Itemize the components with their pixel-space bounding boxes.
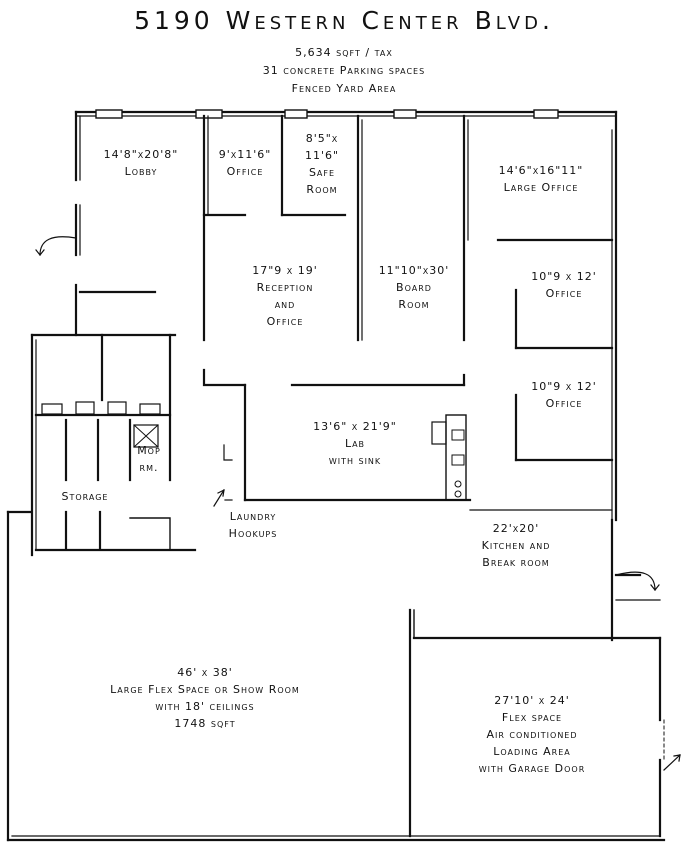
room-storage-label: Storage: [61, 490, 109, 503]
room-flex-large-dim: 46' x 38': [177, 666, 233, 679]
room-office-c-label: Office: [545, 397, 583, 410]
room-flex-loading-label-1: Flex space: [501, 711, 563, 724]
room-laundry: Laundry Hookups: [206, 508, 300, 542]
room-office-b-dim: 10"9 x 12': [531, 270, 597, 283]
room-flex-large-label-1: Large Flex Space or Show Room: [110, 683, 300, 696]
room-large-office-dim: 14'6"x16"11": [498, 164, 584, 177]
room-office-b-label: Office: [545, 287, 583, 300]
room-mop-label-1: Mop: [137, 444, 161, 457]
room-flex-large: 46' x 38' Large Flex Space or Show Room …: [40, 664, 370, 732]
room-board-label-1: Board: [396, 281, 432, 294]
room-office-a-dim: 9'x11'6": [218, 148, 272, 161]
header-info-sqft: 5,634 sqft / tax: [295, 46, 393, 59]
room-storage: Storage: [40, 488, 130, 505]
room-laundry-label-2: Hookups: [228, 527, 278, 540]
room-office-a: 9'x11'6" Office: [206, 146, 284, 180]
room-lab-dim: 13'6" x 21'9": [313, 420, 397, 433]
room-board-room: 11"10"x30' Board Room: [362, 262, 466, 313]
room-laundry-label-1: Laundry: [229, 510, 277, 523]
room-mop-label-2: rm.: [139, 461, 159, 474]
room-flex-loading-label-3: Loading Area: [493, 745, 571, 758]
room-lab: 13'6" x 21'9" Lab with sink: [280, 418, 430, 469]
room-office-c-dim: 10"9 x 12': [531, 380, 597, 393]
room-reception-label-3: Office: [266, 315, 304, 328]
room-reception-dim: 17"9 x 19': [252, 264, 318, 277]
header-info-yard: Fenced Yard Area: [291, 82, 397, 95]
room-office-a-label: Office: [226, 165, 264, 178]
room-office-b: 10"9 x 12' Office: [514, 268, 614, 302]
room-kitchen-label-1: Kitchen and: [481, 539, 551, 552]
room-safe-label-1: Safe: [308, 166, 336, 179]
room-safe-dim-1: 8'5"x: [305, 132, 339, 145]
room-reception: 17"9 x 19' Reception and Office: [212, 262, 358, 330]
room-lobby: 14'8"x20'8" Lobby: [86, 146, 196, 180]
room-flex-loading: 27'10' x 24' Flex space Air conditioned …: [432, 692, 632, 777]
room-office-c: 10"9 x 12' Office: [514, 378, 614, 412]
room-kitchen: 22'x20' Kitchen and Break room: [446, 520, 586, 571]
room-kitchen-dim: 22'x20': [492, 522, 540, 535]
room-reception-label-1: Reception: [256, 281, 314, 294]
room-large-office: 14'6"x16"11" Large Office: [470, 162, 612, 196]
room-large-office-label: Large Office: [503, 181, 579, 194]
room-flex-loading-label-4: with Garage Door: [478, 762, 586, 775]
room-safe-label-2: Room: [306, 183, 338, 196]
room-safe-dim-2: 11'6": [304, 149, 340, 162]
room-flex-loading-dim: 27'10' x 24': [494, 694, 570, 707]
room-safe-room: 8'5"x 11'6" Safe Room: [284, 130, 360, 198]
room-flex-large-label-2: with 18' ceilings: [155, 700, 255, 713]
room-lobby-label: Lobby: [124, 165, 158, 178]
room-board-dim: 11"10"x30': [378, 264, 450, 277]
room-reception-label-2: and: [274, 298, 296, 311]
room-flex-loading-label-2: Air conditioned: [486, 728, 578, 741]
header-info-parking: 31 concrete Parking spaces: [262, 64, 426, 77]
room-flex-large-label-3: 1748 sqft: [174, 717, 236, 730]
room-mop: Mop rm.: [128, 442, 170, 476]
room-board-label-2: Room: [398, 298, 430, 311]
room-lobby-dim: 14'8"x20'8": [103, 148, 179, 161]
room-lab-label-2: with sink: [328, 454, 382, 467]
room-kitchen-label-2: Break room: [482, 556, 550, 569]
room-lab-label-1: Lab: [344, 437, 366, 450]
page-title: 5190 Western Center Blvd.: [134, 6, 554, 35]
